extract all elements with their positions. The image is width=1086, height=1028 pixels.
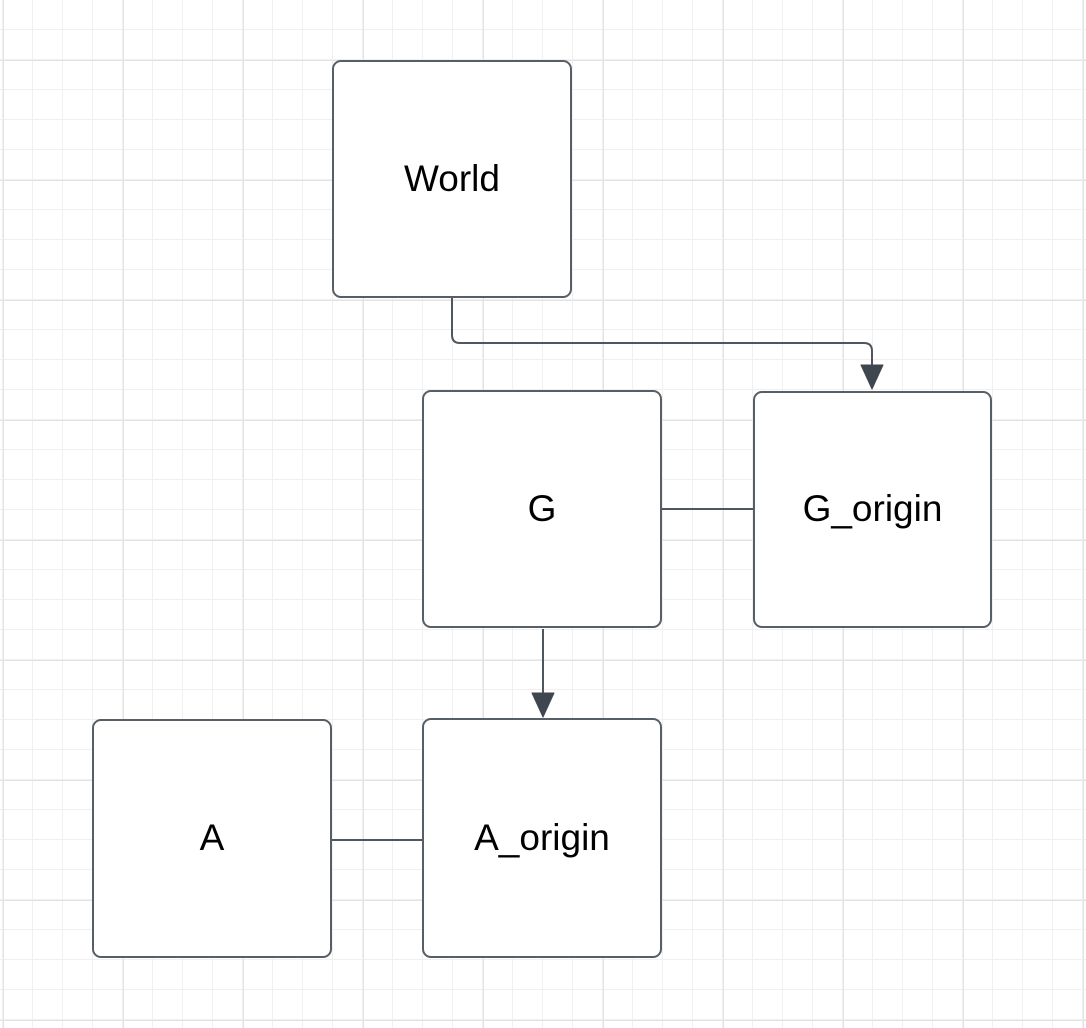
- node-label: G: [527, 487, 557, 529]
- node-label: World: [404, 157, 500, 199]
- node-world[interactable]: World: [332, 60, 572, 298]
- node-label: G_origin: [802, 488, 943, 530]
- edge-world-to-g-origin-path[interactable]: [451, 298, 873, 366]
- node-label: A: [199, 817, 225, 859]
- arrowhead-down: [860, 364, 884, 390]
- node-label: A_origin: [474, 816, 610, 858]
- edge-world-to-g-origin[interactable]: [451, 298, 884, 390]
- node-a[interactable]: A: [92, 719, 332, 958]
- node-g[interactable]: G: [422, 390, 662, 628]
- edge-g-to-a-origin[interactable]: [531, 629, 555, 718]
- node-g-origin[interactable]: G_origin: [753, 391, 992, 628]
- node-a-origin[interactable]: A_origin: [422, 718, 662, 958]
- arrowhead-down: [531, 692, 555, 718]
